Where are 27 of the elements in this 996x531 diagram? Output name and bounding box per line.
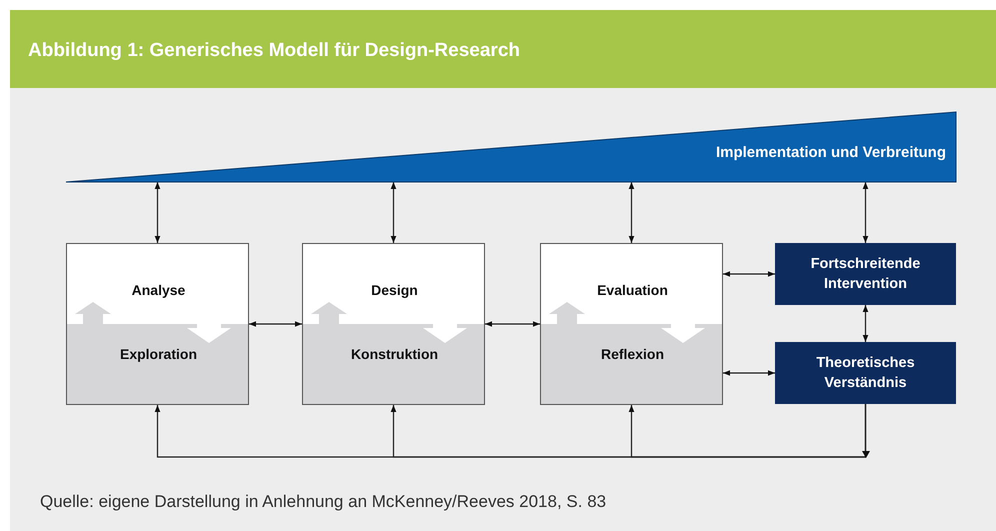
- phase-title: Analyse: [130, 282, 186, 298]
- phase-title: Design: [370, 282, 419, 298]
- phase-subtitle: Konstruktion: [350, 346, 440, 362]
- connector-arrow: [249, 321, 302, 327]
- source-caption: Quelle: eigene Darstellung in Anlehnung an McKenney/Reeves 2018, S. 83: [40, 492, 606, 512]
- wedge-banner: [66, 112, 956, 182]
- connector-arrow: [485, 321, 540, 327]
- phase-subtitle: Exploration: [118, 346, 198, 362]
- figure-title: Abbildung 1: Generisches Modell für Design-Research: [28, 40, 520, 62]
- outcome-box: [775, 342, 956, 404]
- phase-title: Evaluation: [596, 282, 669, 298]
- connector-arrow: [862, 182, 868, 243]
- connector-arrow: [154, 182, 160, 243]
- phase-box: [66, 243, 249, 405]
- phase-box: [302, 243, 485, 405]
- phase-subtitle: Reflexion: [600, 346, 665, 362]
- outcome-box: [775, 243, 956, 305]
- outcome-label: Fortschreitende Intervention: [810, 255, 922, 294]
- connector-arrow: [723, 370, 775, 376]
- connector-arrow: [628, 182, 634, 243]
- connector-arrow: [390, 182, 396, 243]
- phase-box: [540, 243, 723, 405]
- connector-arrow: [862, 305, 868, 342]
- connector-arrow: [628, 404, 866, 458]
- connector-arrow: [723, 271, 775, 277]
- outcome-label: Theoretisches Verständnis: [815, 354, 916, 393]
- banner-label: Implementation und Verbreitung: [716, 144, 946, 161]
